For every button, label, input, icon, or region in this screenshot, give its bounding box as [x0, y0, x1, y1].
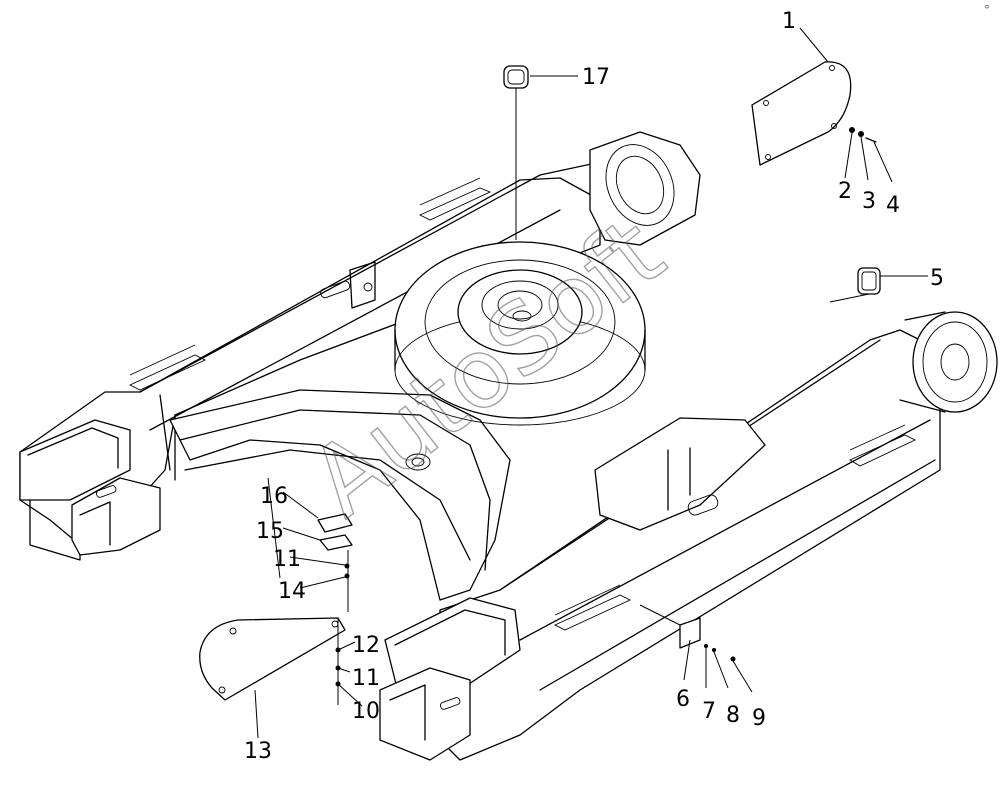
plate-15 [319, 534, 353, 551]
callout-4: 4 [886, 193, 900, 218]
upper-rollers-left [128, 177, 492, 391]
left-end-box-lower [71, 477, 161, 556]
callout-2: 2 [838, 179, 852, 204]
callout-3: 3 [862, 189, 876, 214]
cover-plate-13 [199, 617, 346, 701]
corner-mark: ° [984, 3, 990, 17]
plate-16 [317, 513, 353, 533]
callout-14: 14 [278, 579, 306, 604]
callout-10: 10 [352, 699, 380, 724]
right-drive-mount [899, 311, 998, 413]
upper-rollers-right [553, 424, 917, 631]
callout-7: 7 [702, 699, 716, 724]
callout-16: 16 [260, 484, 288, 509]
left-drive-mount [589, 131, 701, 246]
callout-labels: 1 2 3 4 5 6 7 8 9 10 11 11 12 13 14 15 1… [244, 9, 944, 764]
callout-1: 1 [782, 9, 796, 34]
center-cross-member [169, 389, 511, 601]
center-pocket [594, 417, 766, 531]
leader-lines [254, 27, 928, 739]
callout-11-upper: 11 [273, 547, 301, 572]
callout-8: 8 [726, 703, 740, 728]
track-frame [19, 131, 998, 761]
cover-plate-1 [751, 61, 852, 166]
callout-13: 13 [244, 739, 272, 764]
left-end-box-front [19, 419, 131, 501]
callout-15: 15 [256, 519, 284, 544]
callout-11-lower: 11 [352, 666, 380, 691]
callout-17: 17 [582, 65, 610, 90]
callout-9: 9 [752, 706, 766, 731]
callout-5: 5 [930, 266, 944, 291]
swing-bearing [394, 241, 646, 426]
callout-6: 6 [676, 687, 690, 712]
callout-12: 12 [352, 633, 380, 658]
plate-6 [679, 617, 701, 649]
